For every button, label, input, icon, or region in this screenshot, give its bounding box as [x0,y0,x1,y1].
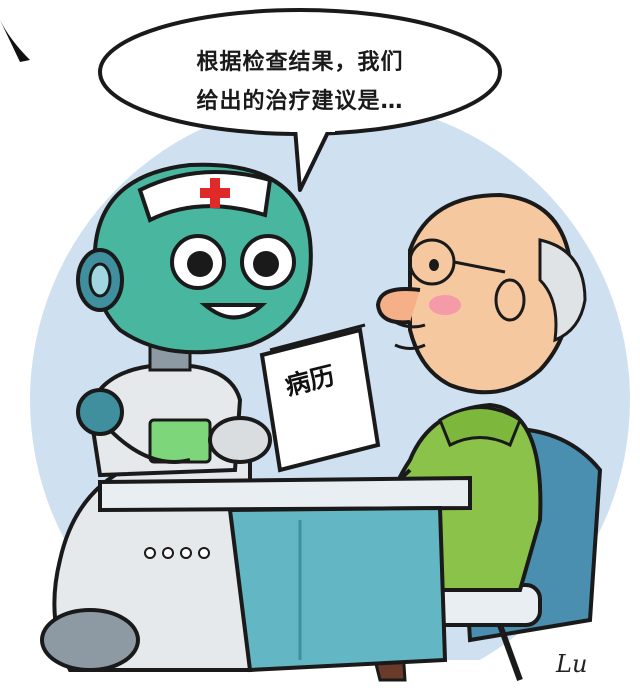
desk [98,475,472,673]
speech-bubble-line-2: 给出的治疗建议是… [196,89,404,114]
corner-stroke [0,20,30,62]
artist-signature: Lu [556,650,588,678]
robot [40,162,369,672]
medical-record-book [259,323,381,473]
speech-bubble [98,8,502,192]
robot-eye-icon [170,234,296,290]
speech-bubble-line-1: 根据检查结果，我们 [196,50,404,75]
robot-wheel [40,608,140,672]
red-cross-icon [200,178,230,208]
